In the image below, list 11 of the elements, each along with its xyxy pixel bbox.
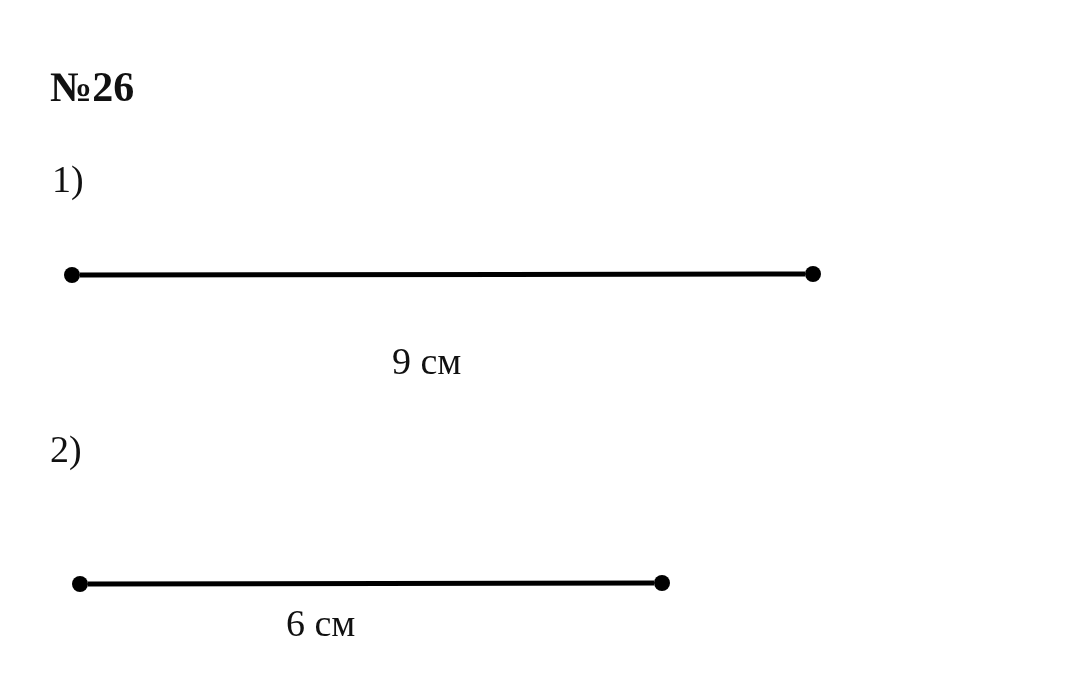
exercise-number: №26 [50,66,135,108]
circle-point [805,266,821,282]
item-marker: 2) [50,430,82,468]
circle-point [654,575,670,591]
line-segment [88,580,654,587]
circle-point [64,267,80,283]
line-segment [80,271,805,278]
length-label: 9 см [392,342,462,380]
item-marker: 1) [52,160,84,198]
length-label: 6 см [286,604,356,642]
circle-point [72,576,88,592]
